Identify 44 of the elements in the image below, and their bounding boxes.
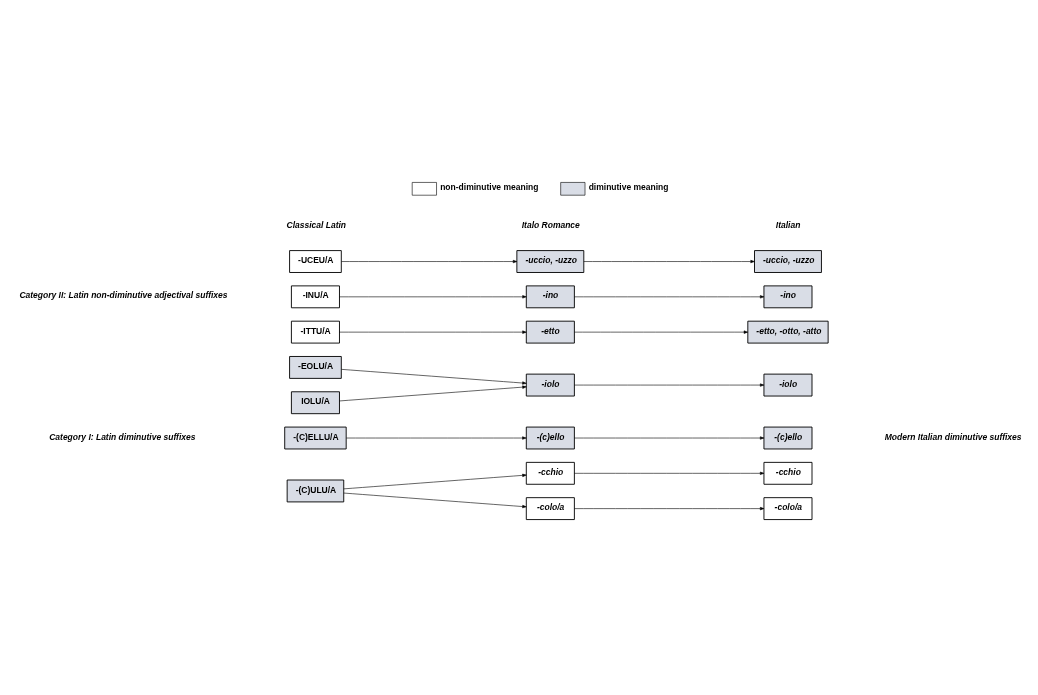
node-box: -ino: [763, 285, 813, 309]
label: Category II: Latin non-diminutive adjectival suffixes: [19, 290, 228, 301]
node-box: -cchio: [525, 461, 575, 485]
node-box: -ITTU/A: [290, 320, 340, 344]
arrow: [343, 492, 527, 509]
node-box: -UCEU/A: [289, 250, 342, 273]
label: Classical Latin: [286, 219, 347, 230]
node-box: -uccio, -uzzo: [754, 250, 822, 273]
label: Italo Romance: [521, 219, 580, 230]
node-box: -etto, -otto, -atto: [747, 320, 829, 344]
node-box: -(C)ULU/A: [286, 479, 345, 503]
node-box: -(c)ello: [525, 426, 575, 450]
arrow: [339, 295, 527, 299]
node-box: -EOLU/A: [289, 356, 342, 379]
node-box: -cchio: [763, 461, 813, 485]
legend-label: diminutive meaning: [588, 182, 669, 193]
label: Category I: Latin diminutive suffixes: [49, 431, 196, 442]
arrow: [574, 507, 765, 511]
node-box: -INU/A: [290, 285, 340, 309]
node-box: -iolo: [525, 373, 575, 397]
arrow: [574, 471, 765, 475]
node-box: -ino: [525, 285, 575, 309]
arrow: [339, 385, 527, 402]
node-box: -colo/a: [763, 497, 813, 521]
arrow: [574, 330, 748, 334]
node-box: -uccio, -uzzo: [516, 250, 585, 273]
arrow: [343, 473, 527, 490]
node-box: -(c)ello: [763, 426, 813, 450]
arrow: [583, 259, 755, 264]
arrow: [574, 383, 765, 387]
node-box: -colo/a: [525, 497, 575, 521]
node-box: -(C)ELLU/A: [284, 426, 347, 450]
node-box: -etto: [525, 320, 575, 344]
arrow: [346, 436, 527, 440]
arrow: [574, 436, 765, 440]
label: Italian: [775, 219, 801, 230]
arrow: [341, 369, 527, 385]
arrow: [339, 330, 527, 334]
legend-label: non-diminutive meaning: [440, 182, 539, 193]
node-box: -iolo: [763, 373, 813, 397]
node-box: IOLU/A: [290, 391, 340, 415]
label: Modern Italian diminutive suffixes: [884, 431, 1022, 442]
arrow: [341, 259, 518, 264]
arrow: [574, 295, 765, 299]
